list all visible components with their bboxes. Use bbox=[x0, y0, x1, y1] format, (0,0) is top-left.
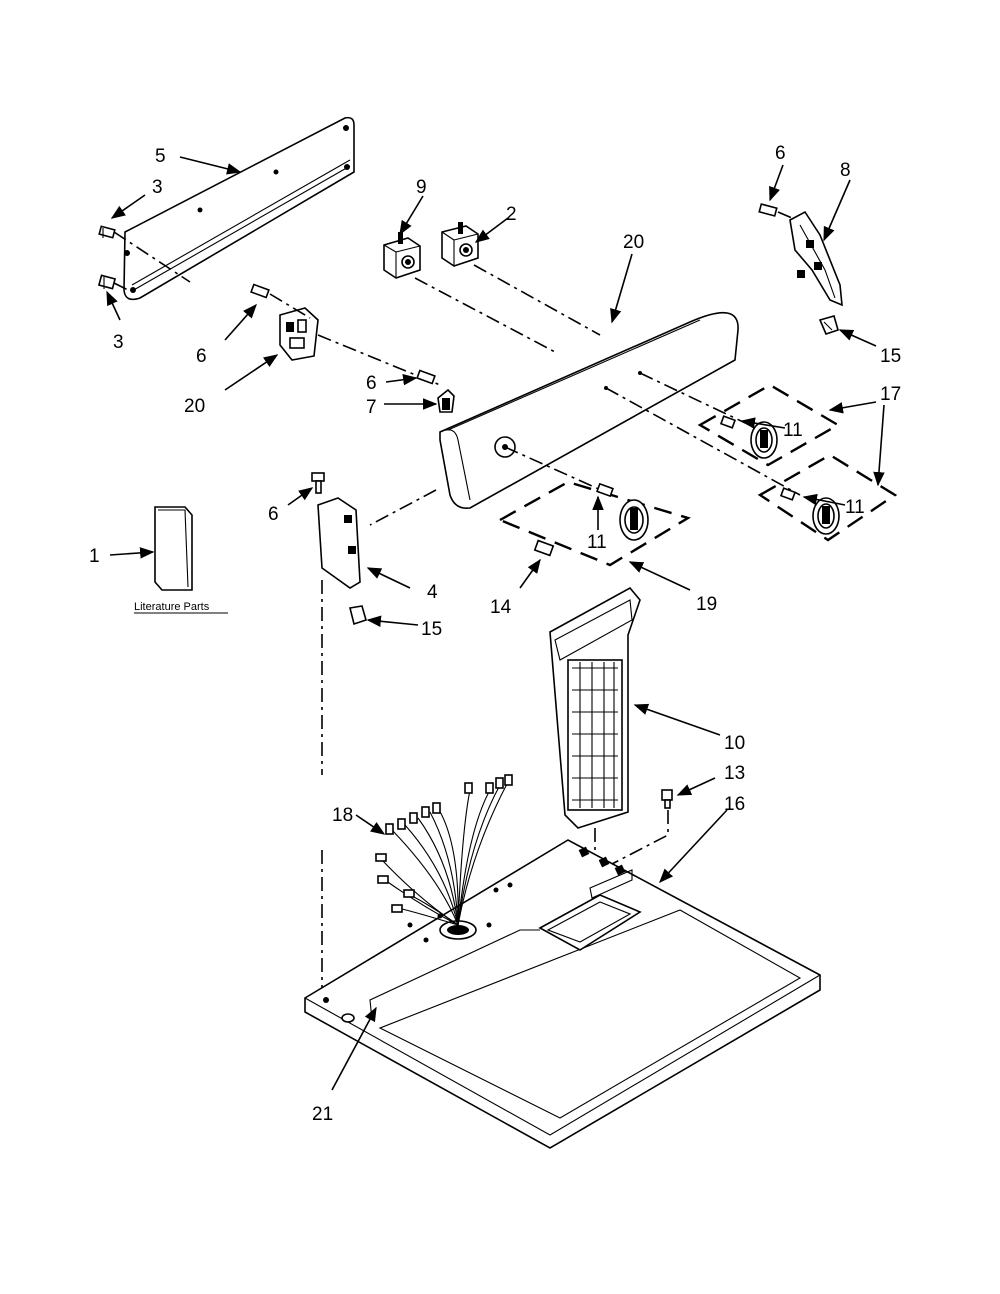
callout-1: 1 bbox=[89, 546, 100, 567]
callout-6-bracket: 6 bbox=[268, 504, 279, 525]
callout-5: 5 bbox=[155, 146, 166, 167]
callout-10: 10 bbox=[724, 733, 745, 754]
top-panel-part-16 bbox=[304, 839, 821, 1149]
callout-6-mid: 6 bbox=[366, 373, 377, 394]
screw-part-6-left bbox=[250, 283, 270, 299]
screw-part-6-mid bbox=[416, 369, 436, 385]
dash-line bbox=[609, 810, 669, 866]
knob-group-lower-right bbox=[757, 453, 898, 542]
dash-line bbox=[369, 489, 437, 526]
callout-2: 2 bbox=[506, 204, 517, 225]
callout-11-upper: 11 bbox=[783, 420, 803, 441]
callout-4: 4 bbox=[427, 582, 438, 603]
screw-leader-line bbox=[113, 282, 129, 291]
callout-3-upper: 3 bbox=[152, 177, 163, 198]
callout-18: 18 bbox=[332, 805, 353, 826]
clip-part-7 bbox=[437, 388, 455, 413]
callout-9: 9 bbox=[416, 177, 427, 198]
clip-part-15-left bbox=[349, 605, 367, 626]
lint-filter-part-10 bbox=[549, 586, 641, 870]
callout-13: 13 bbox=[724, 763, 745, 784]
callout-15-left: 15 bbox=[421, 619, 442, 640]
callout-17: 17 bbox=[880, 384, 901, 405]
switch-part-2 bbox=[441, 222, 479, 267]
callout-20-right: 20 bbox=[623, 232, 644, 253]
callout-20-left: 20 bbox=[184, 396, 205, 417]
callout-15-right: 15 bbox=[880, 346, 901, 367]
knob-part-11-lower-right bbox=[812, 497, 840, 535]
screw-part-6-right bbox=[758, 203, 778, 217]
wire-harness-part-18 bbox=[375, 774, 513, 926]
callout-21: 21 bbox=[312, 1104, 333, 1125]
screw-part-14 bbox=[533, 539, 555, 557]
screw-part-13 bbox=[661, 789, 673, 809]
screw-part-3-upper bbox=[98, 225, 116, 239]
callout-11-front: 11 bbox=[587, 532, 607, 553]
callout-7: 7 bbox=[366, 397, 377, 418]
clip-part-15-right bbox=[818, 315, 839, 335]
knob-group-front bbox=[497, 480, 691, 567]
bracket-part-8 bbox=[789, 210, 843, 307]
dash-line bbox=[473, 264, 601, 336]
switch-part-20 bbox=[279, 307, 319, 361]
leader-lines bbox=[106, 156, 885, 1091]
callout-16: 16 bbox=[724, 794, 745, 815]
callout-19: 19 bbox=[696, 594, 717, 615]
callout-labels: 5 3 3 6 20 6 7 9 2 20 6 8 15 17 11 11 11… bbox=[89, 143, 901, 1125]
screw-leader-line bbox=[113, 231, 191, 283]
rear-panel-part-5 bbox=[123, 116, 355, 301]
knob-part-11-upper bbox=[750, 421, 778, 459]
literature-parts-label: Literature Parts bbox=[134, 601, 210, 613]
callout-3-lower: 3 bbox=[113, 332, 124, 353]
callout-14: 14 bbox=[490, 597, 512, 618]
callout-6-left: 6 bbox=[196, 346, 207, 367]
dash-line bbox=[639, 372, 761, 431]
bracket-part-4 bbox=[317, 497, 361, 589]
dash-line bbox=[605, 387, 801, 496]
console-part-20 bbox=[439, 311, 739, 510]
switch-part-9 bbox=[383, 232, 421, 279]
dash-line bbox=[414, 277, 556, 353]
literature-part-1 bbox=[154, 506, 193, 591]
screw-part-3-lower bbox=[97, 274, 117, 290]
callout-8: 8 bbox=[840, 160, 851, 181]
callout-6-right: 6 bbox=[775, 143, 786, 164]
knob-group-upper bbox=[697, 383, 841, 467]
dash-line bbox=[504, 446, 613, 496]
knob-part-19 bbox=[619, 499, 649, 541]
dash-line bbox=[269, 293, 311, 319]
callout-11-right: 11 bbox=[845, 497, 865, 518]
screw-part-6-bracket bbox=[311, 472, 325, 494]
dash-line bbox=[777, 211, 793, 219]
